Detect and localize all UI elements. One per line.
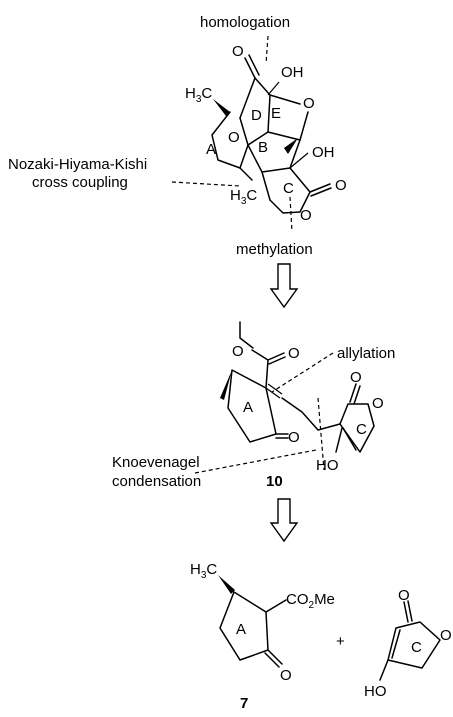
label-nhk-line1: Nozaki-Hiyama-Kishi [8,156,147,173]
bond-oh-right [289,152,309,169]
bond-methyl-wedge-top [213,99,230,116]
atom-ketone-o-10: O [288,429,300,446]
ring-d-bonds [239,77,301,133]
bond-tetronic-carbonyl [403,600,413,623]
bond-methyl-wedge-10 [220,370,232,400]
ring-label-e: E [271,105,281,122]
retrosynthetic-arrow-1 [269,263,299,309]
allylation-disconnection [271,352,334,393]
label-knoevenagel-line1: Knoevenagel [112,454,200,471]
atom-ring-c-carbonyl-o: O [350,369,362,386]
retrosynthetic-arrow-2 [269,498,299,543]
bond-ketone-7 [264,649,283,668]
label-methylation: methylation [236,241,313,258]
atom-h3c-bottom: H3C [230,187,257,207]
atom-ring-c-o: O [372,395,384,412]
compound-number-7: 7 [240,695,248,712]
bond-ketone-c-o [244,54,260,79]
bond-methoxy [239,321,254,349]
label-nhk-line2: cross coupling [32,174,128,191]
compound-number-10: 10 [266,473,283,490]
ring-c-10-bonds [339,403,375,453]
label-allylation: allylation [337,345,395,362]
compound-7: H3C A CO2Me O 7 [190,561,335,712]
ring-label-d: D [251,107,262,124]
atom-ho-10: HO [316,457,339,474]
bond-tetronic-oh [379,659,389,681]
target-molecule: homologation O OH H3C D O E O A B OH C [8,14,347,258]
ring-label-c: C [283,180,294,197]
atom-ring-e-o: O [303,95,315,112]
atom-oh-top: OH [281,64,304,81]
methylation-disconnection [289,196,293,233]
bond-ring-c-carbonyl [349,383,361,405]
atom-ketone-o-7: O [280,667,292,684]
ring-a-7-bonds [219,591,269,661]
knoevenagel-disconnection [194,449,317,474]
atom-tetronic-ring-o: O [440,627,452,644]
nhk-disconnection [171,181,241,187]
bond-methyl-wedge-7 [218,575,235,594]
compound-10: O O allylation A O C O O HO Knoevenagel … [112,321,395,490]
knoevenagel-disconnection-vertical [317,397,325,471]
bond-oh-top [267,81,280,96]
bond-ester [251,349,286,389]
atom-oh-right: OH [312,144,335,161]
tetronic-ring-bonds [387,621,441,669]
atom-ring-a-o: O [228,129,240,146]
bond-wedge-e [284,138,298,154]
ring-c-bonds [269,167,311,214]
plus-sign: + [336,633,345,650]
bond-lactone-c-o [309,183,332,197]
atom-h3c-top: H3C [185,85,212,105]
ring-label-c-10: C [356,421,367,438]
ring-a-bonds [211,111,249,169]
label-knoevenagel-line2: condensation [112,473,201,490]
atom-lactone-o-carbonyl: O [335,177,347,194]
atom-ketone-o: O [232,43,244,60]
atom-ester-o: O [232,343,244,360]
homologation-disconnection [265,35,269,65]
ring-label-b: B [258,139,268,156]
ring-label-a-10: A [243,399,253,416]
ring-b-bonds [247,131,301,201]
bond-ring-c-double [342,427,357,451]
ring-label-a-7: A [236,621,246,638]
bond-ketone-10 [275,433,289,439]
ring-label-a: A [206,141,216,158]
bond-tetronic-double [391,629,401,659]
bond-chain [281,397,341,431]
bond-hash-chain [265,383,283,399]
atom-co2me-7: CO2Me [286,591,335,611]
bond-ring-c-oh [335,427,343,453]
bond-ester-7 [265,599,287,613]
atom-ho-tetronic: HO [364,683,387,700]
atom-lactone-o-ring: O [300,207,312,224]
atom-h3c-7: H3C [190,561,217,581]
label-homologation: homologation [200,14,290,31]
atom-ester-carbonyl-o: O [288,345,300,362]
ring-a-10-bonds [227,369,277,443]
bond-methyl-bottom [239,167,253,181]
ring-label-c-tetronic: C [411,639,422,656]
tetronic-acid: C O O HO [364,587,452,700]
atom-tetronic-carbonyl-o: O [398,587,410,604]
